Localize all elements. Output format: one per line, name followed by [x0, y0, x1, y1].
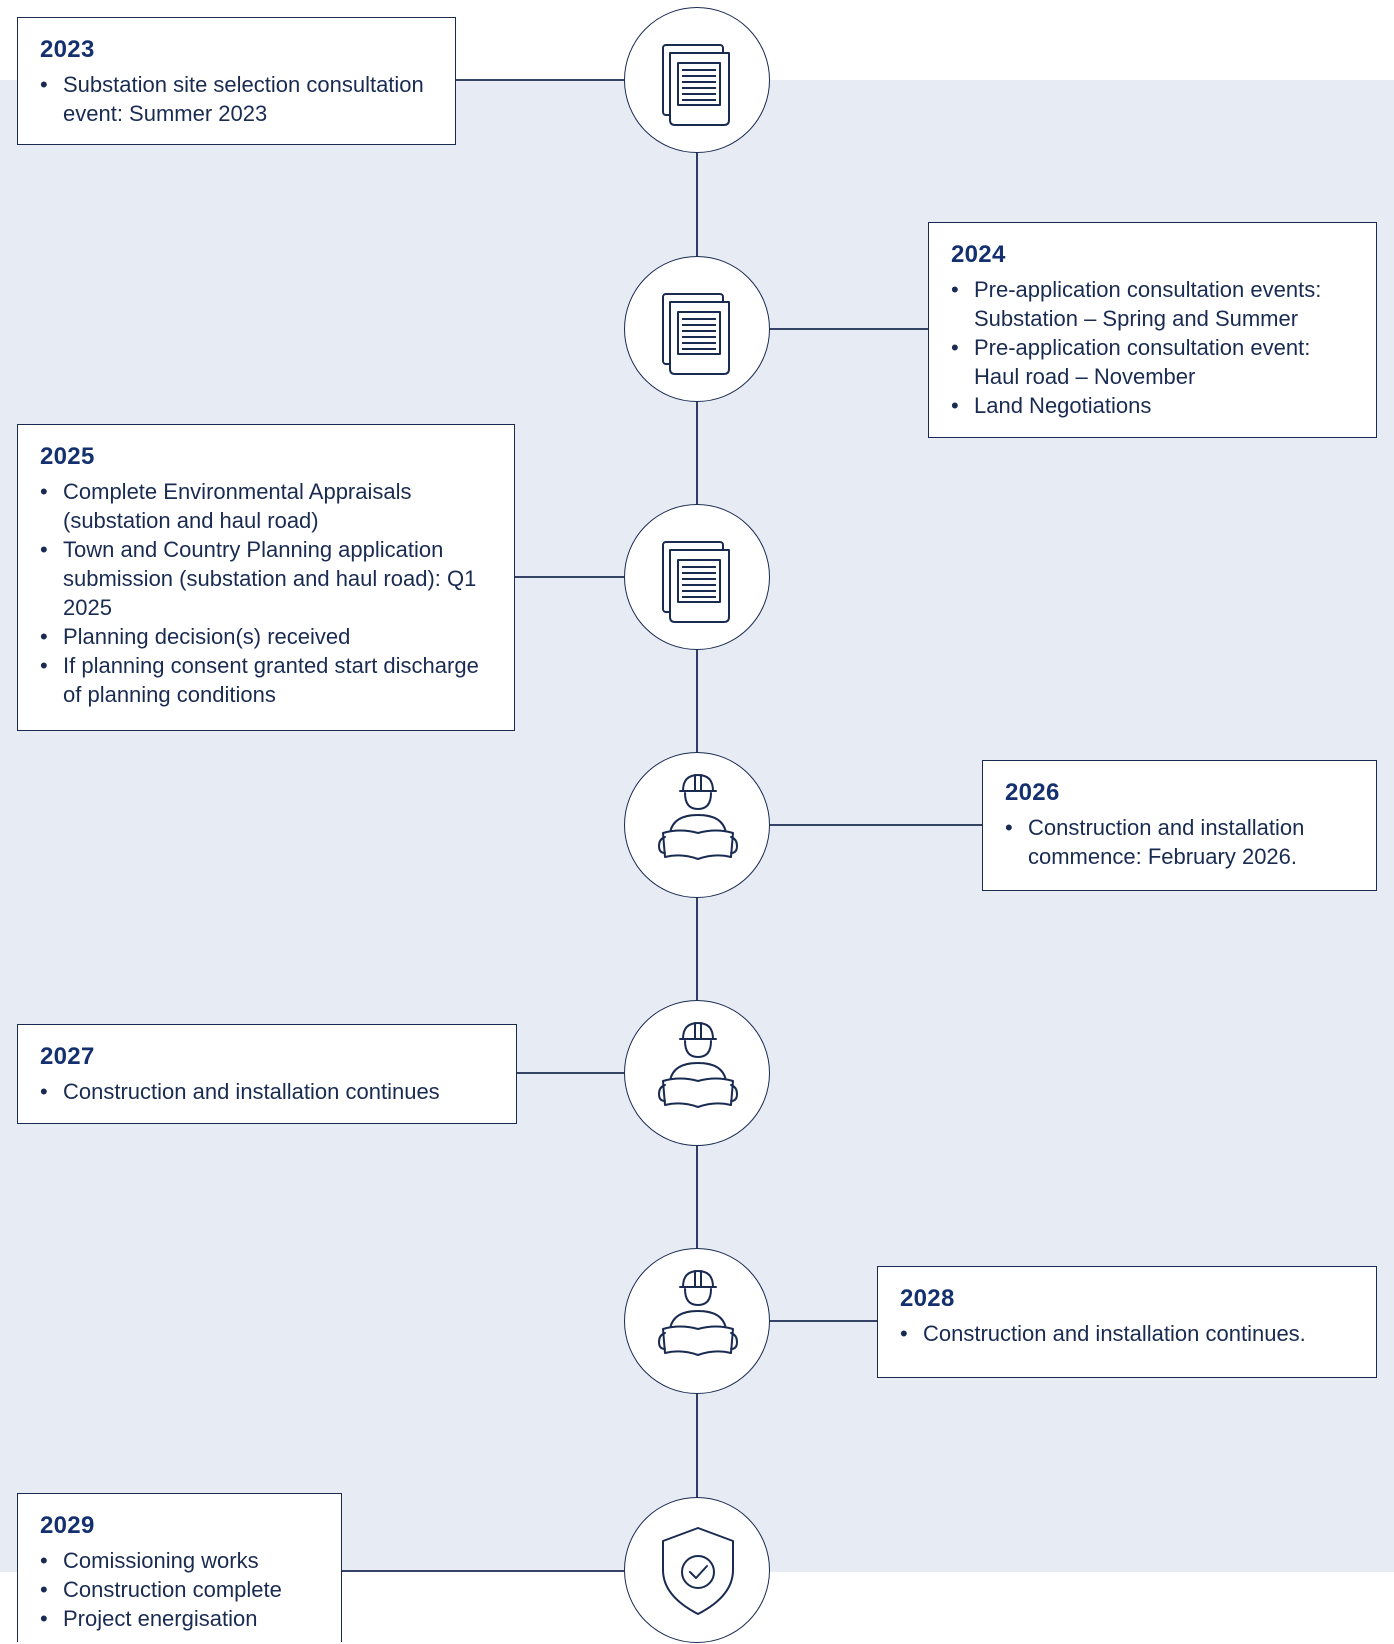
documents-icon [662, 44, 730, 126]
milestone-card-2026: 2026 Construction and installation comme… [982, 760, 1377, 891]
milestone-item: Construction and installation continues [40, 1077, 494, 1106]
milestone-item: Construction and installation continues. [900, 1319, 1354, 1348]
milestone-item: Town and Country Planning application su… [40, 535, 492, 622]
milestone-item: Comissioning works [40, 1546, 319, 1575]
milestone-item: Pre-application consultation events: Sub… [951, 275, 1354, 333]
milestone-items: Construction and installation continues. [900, 1319, 1354, 1348]
milestone-year: 2028 [900, 1285, 955, 1312]
milestone-card-2023: 2023 Substation site selection consultat… [17, 17, 456, 145]
documents-icon [662, 293, 730, 375]
documents-icon [662, 541, 730, 623]
milestone-item: Pre-application consultation event: Haul… [951, 333, 1354, 391]
milestone-year: 2023 [40, 36, 95, 63]
construction-worker-icon [658, 1270, 738, 1356]
timeline-node-2026 [624, 752, 770, 898]
milestone-item: Project energisation [40, 1604, 319, 1633]
milestone-item: Construction complete [40, 1575, 319, 1604]
timeline-node-2028 [624, 1248, 770, 1394]
milestone-items: Construction and installation continues [40, 1077, 494, 1106]
timeline-node-2025 [624, 504, 770, 650]
timeline-node-2024 [624, 256, 770, 402]
timeline-node-2023 [624, 7, 770, 153]
milestone-items: Pre-application consultation events: Sub… [951, 275, 1354, 420]
milestone-items: Comissioning works Construction complete… [40, 1546, 319, 1633]
milestone-items: Substation site selection consultation e… [40, 70, 433, 128]
milestone-card-2028: 2028 Construction and installation conti… [877, 1266, 1377, 1378]
milestone-items: Complete Environmental Appraisals (subst… [40, 477, 492, 709]
milestone-year: 2027 [40, 1043, 95, 1070]
milestone-year: 2025 [40, 443, 95, 470]
milestone-item: Construction and installation commence: … [1005, 813, 1354, 871]
milestone-card-2029: 2029 Comissioning works Construction com… [17, 1493, 342, 1642]
milestone-year: 2026 [1005, 779, 1060, 806]
milestone-year: 2029 [40, 1512, 95, 1539]
milestone-card-2027: 2027 Construction and installation conti… [17, 1024, 517, 1124]
construction-worker-icon [658, 774, 738, 860]
construction-worker-icon [658, 1022, 738, 1108]
milestone-item: Substation site selection consultation e… [40, 70, 433, 128]
milestone-item: Planning decision(s) received [40, 622, 492, 651]
shield-check-icon [662, 1527, 734, 1615]
milestone-items: Construction and installation commence: … [1005, 813, 1354, 871]
milestone-card-2025: 2025 Complete Environmental Appraisals (… [17, 424, 515, 731]
timeline-node-2027 [624, 1000, 770, 1146]
timeline-node-2029 [624, 1497, 770, 1643]
milestone-item: If planning consent granted start discha… [40, 651, 492, 709]
milestone-item: Complete Environmental Appraisals (subst… [40, 477, 492, 535]
milestone-year: 2024 [951, 241, 1006, 268]
milestone-item: Land Negotiations [951, 391, 1354, 420]
milestone-card-2024: 2024 Pre-application consultation events… [928, 222, 1377, 438]
